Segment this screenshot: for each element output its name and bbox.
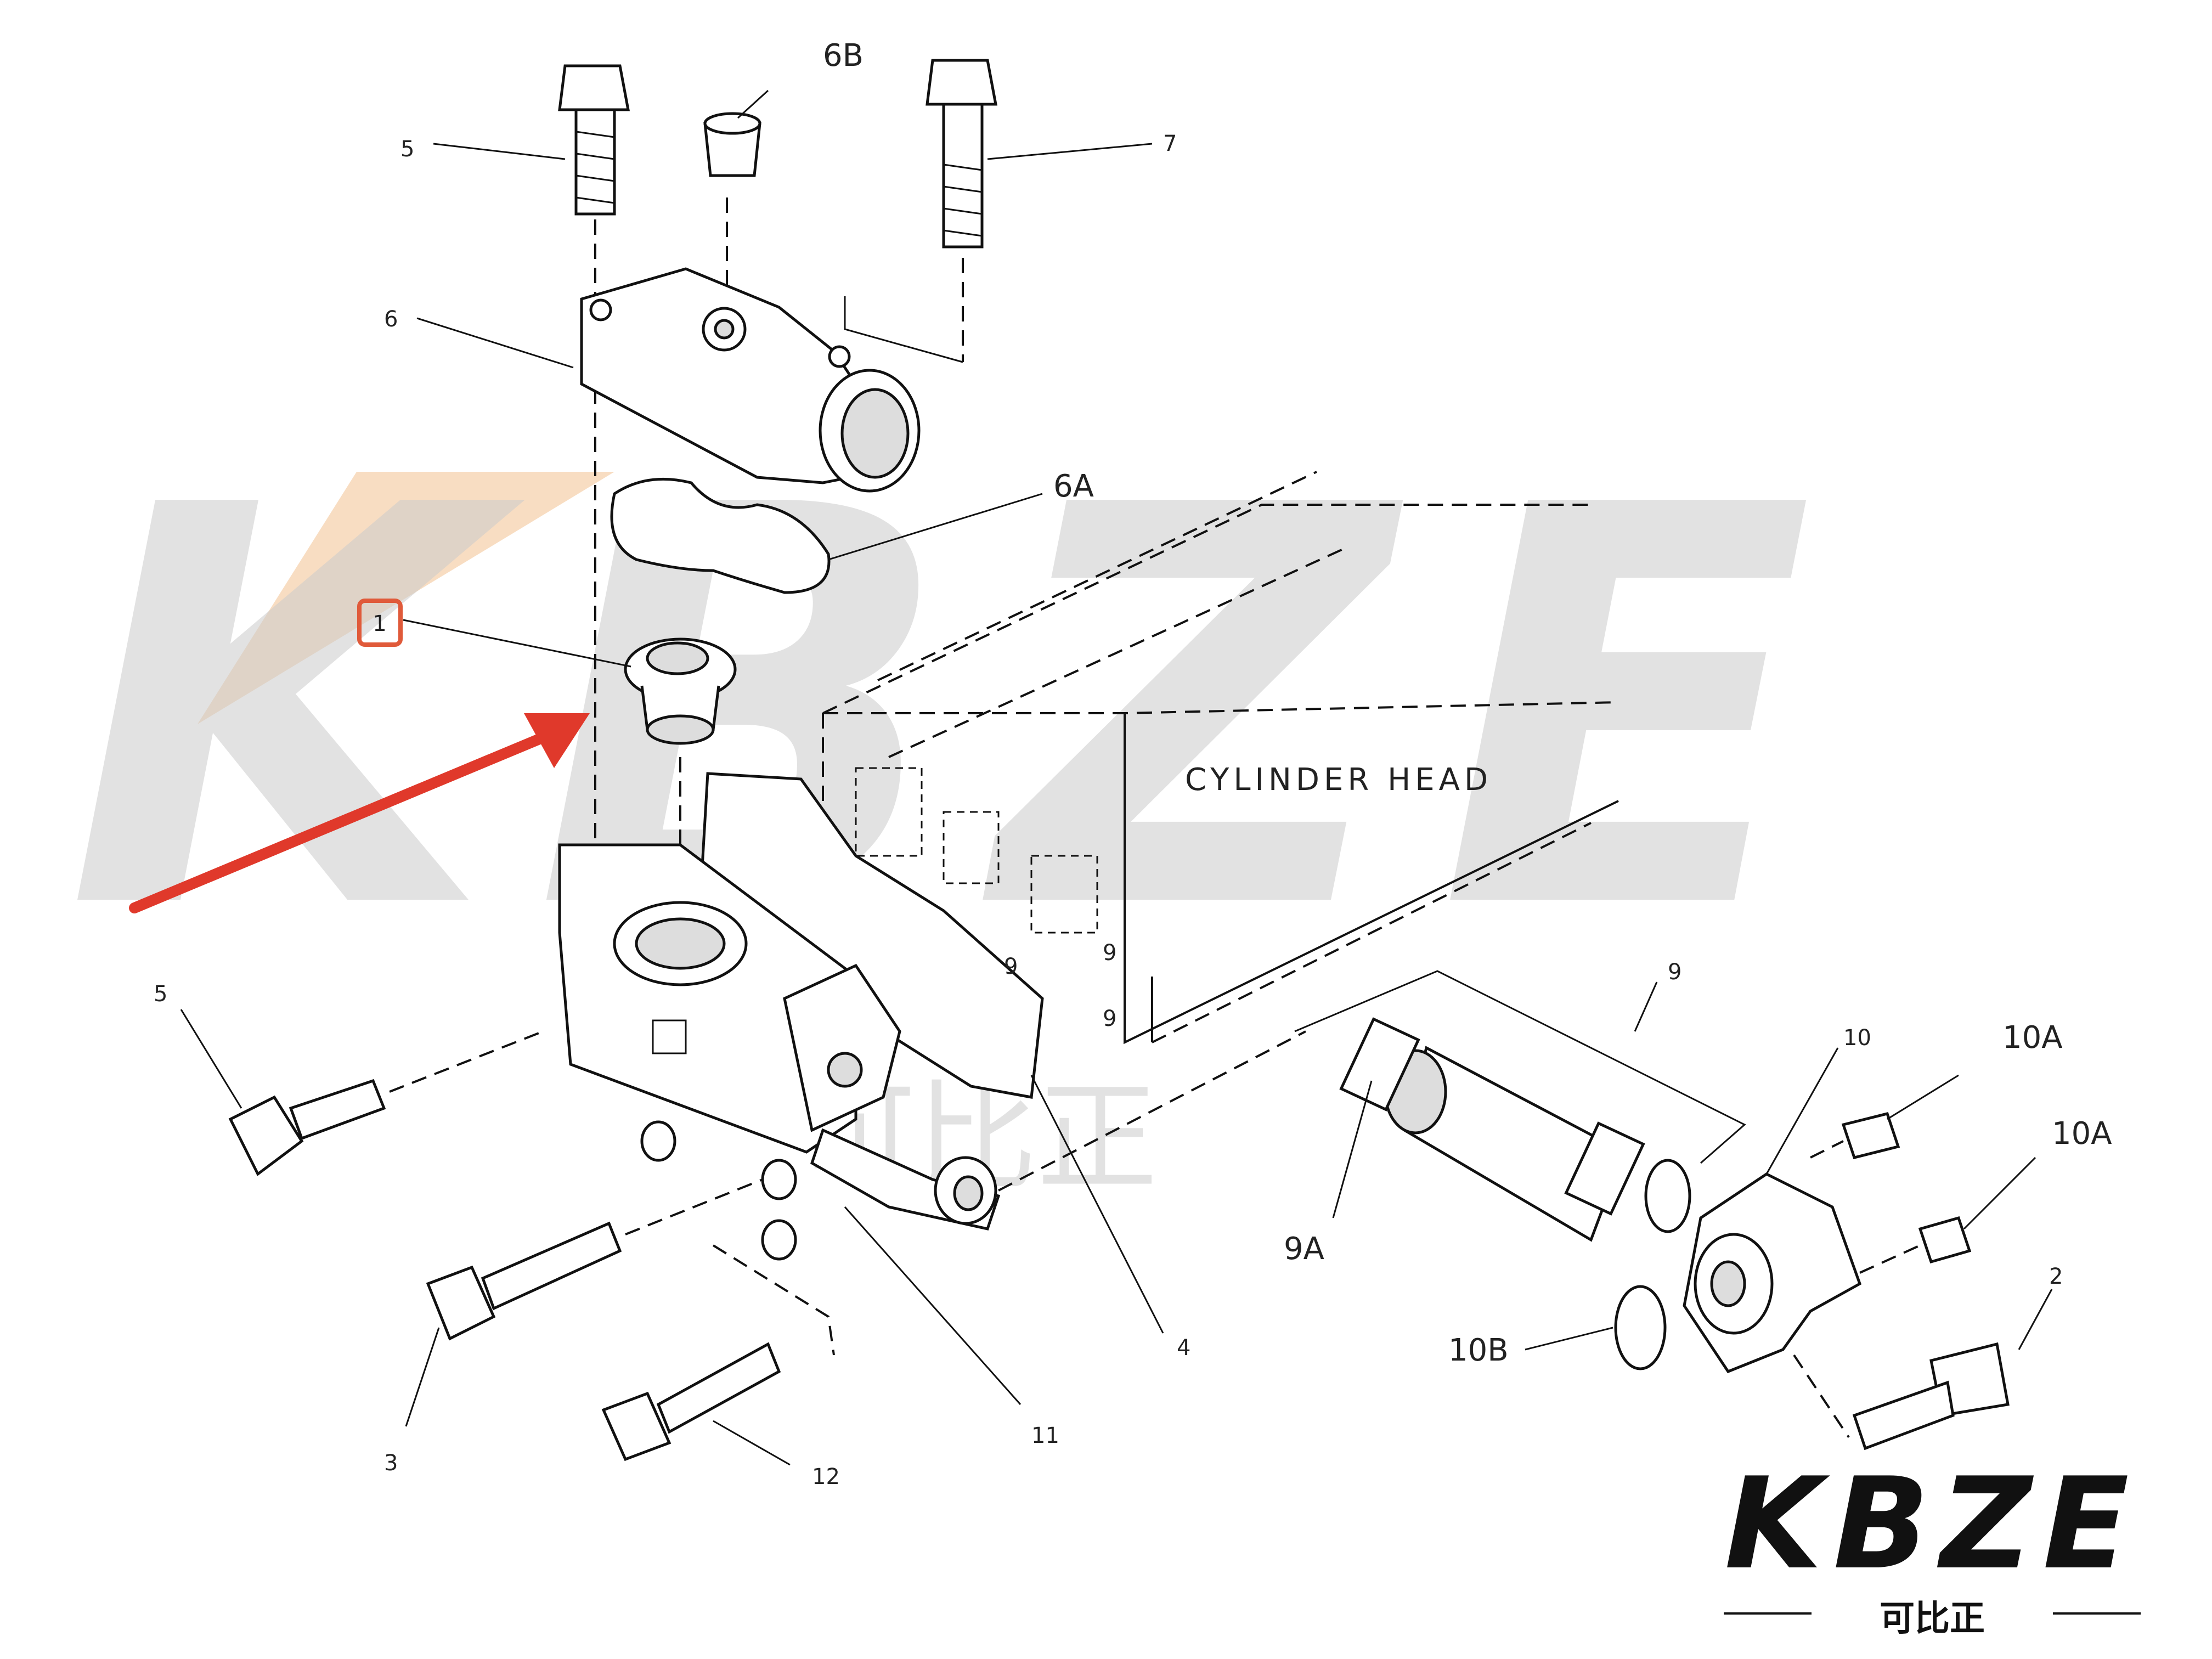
callout-9a: 9A: [1284, 1231, 1324, 1267]
callout-7: 7: [1163, 131, 1177, 156]
callout-10a-upper: 10A: [2002, 1020, 2063, 1056]
cylinder-head: CYLINDER HEAD: [822, 471, 1619, 1045]
callout-6: 6: [384, 307, 398, 332]
bolt-12: [601, 1244, 835, 1462]
plug-10a-lower: [1859, 1216, 1972, 1274]
bolt-7: [844, 59, 998, 363]
brand-logo: KBZE 可比正: [1685, 1451, 2179, 1639]
bolt-5-top: [558, 64, 630, 933]
elbow-10: [1644, 1159, 1862, 1374]
callout-4: 4: [1177, 1335, 1190, 1361]
plug-6b: [703, 112, 761, 307]
gasket-6a: [610, 477, 831, 594]
leader-lines: [180, 89, 2053, 1466]
water-outlet-housing: [558, 843, 1001, 1261]
callout-5-lower: 5: [154, 981, 167, 1007]
callout-9-b: 9: [1103, 940, 1116, 966]
bolt-5-lower: [228, 1030, 544, 1176]
callout-9-d: 9: [1668, 960, 1681, 985]
callout-1: 1: [373, 611, 386, 636]
callout-3: 3: [384, 1451, 398, 1476]
callout-1-highlight: [357, 599, 403, 647]
callout-5-top: 5: [400, 137, 414, 162]
red-arrow: [129, 713, 590, 913]
callout-10: 10: [1843, 1025, 1871, 1051]
callout-2: 2: [2049, 1264, 2063, 1289]
logo-dash-right: [2053, 1612, 2141, 1615]
callout-9-a: 9: [1004, 954, 1018, 979]
callout-6a: 6A: [1053, 469, 1094, 504]
bolt-2: [1793, 1342, 2010, 1451]
callout-9-c: 9: [1103, 1006, 1116, 1031]
logo-sub: 可比正: [1880, 1599, 1985, 1639]
callout-6b: 6B: [823, 38, 864, 74]
bolt-3: [426, 1178, 763, 1341]
callout-11: 11: [1031, 1423, 1059, 1448]
housing-6: [580, 267, 921, 493]
plug-10a-upper: [1810, 1112, 1900, 1159]
logo-dash-left: [1724, 1612, 1812, 1615]
callout-labels: 5 6B 7 6 6A 5 3 12 11 4 9 9 9 9 9A 10 10…: [154, 38, 2112, 1489]
cylinder-head-label: CYLINDER HEAD: [1185, 762, 1492, 798]
callout-10b: 10B: [1448, 1333, 1509, 1368]
oring-10b: [1614, 1285, 1667, 1370]
thermostat-1: [624, 637, 737, 922]
callout-12: 12: [812, 1464, 840, 1489]
hose-9: [998, 970, 1746, 1242]
logo-text: KBZE: [1724, 1451, 2140, 1598]
watermark-accent-shape: [198, 472, 614, 724]
callout-10a-lower: 10A: [2052, 1116, 2112, 1152]
